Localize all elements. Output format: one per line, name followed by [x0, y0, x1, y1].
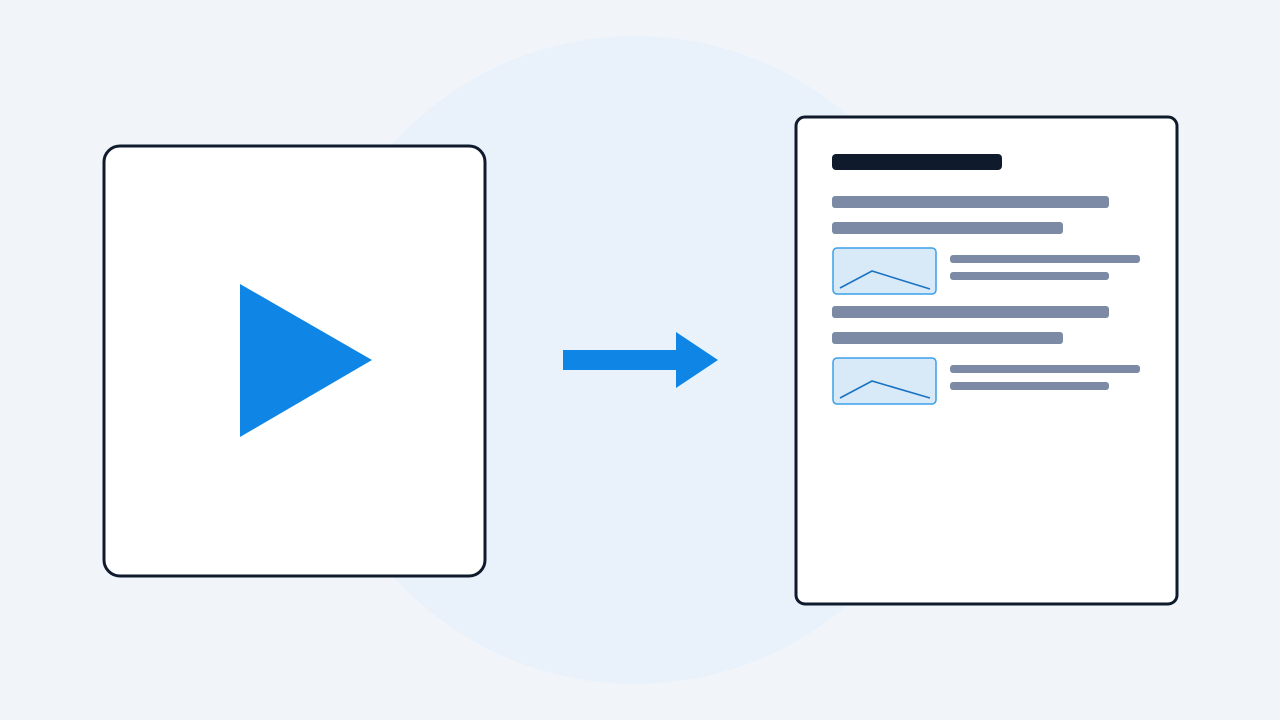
play-icon: [240, 284, 372, 437]
video-card: [102, 144, 487, 578]
thumbnail-frame: [832, 247, 937, 295]
text-line: [832, 222, 1063, 234]
caption-line: [950, 382, 1109, 390]
chart-thumbnail-icon: [832, 357, 937, 405]
arrow-shaft: [563, 350, 679, 370]
document-icon: [794, 115, 1179, 606]
caption-line: [950, 365, 1140, 373]
text-line: [832, 306, 1109, 318]
caption-line: [950, 255, 1140, 263]
arrow-head: [676, 332, 718, 388]
text-line: [832, 332, 1063, 344]
chart-thumbnail-icon: [832, 247, 937, 295]
caption-line: [950, 272, 1109, 280]
text-line: [832, 196, 1109, 208]
thumbnail-trend-line: [839, 380, 931, 399]
thumbnail-trend-line: [839, 270, 931, 290]
document-frame: [794, 115, 1179, 606]
document-title-bar: [832, 154, 1002, 170]
arrow-right-icon: [563, 332, 718, 388]
thumbnail-frame: [832, 357, 937, 405]
